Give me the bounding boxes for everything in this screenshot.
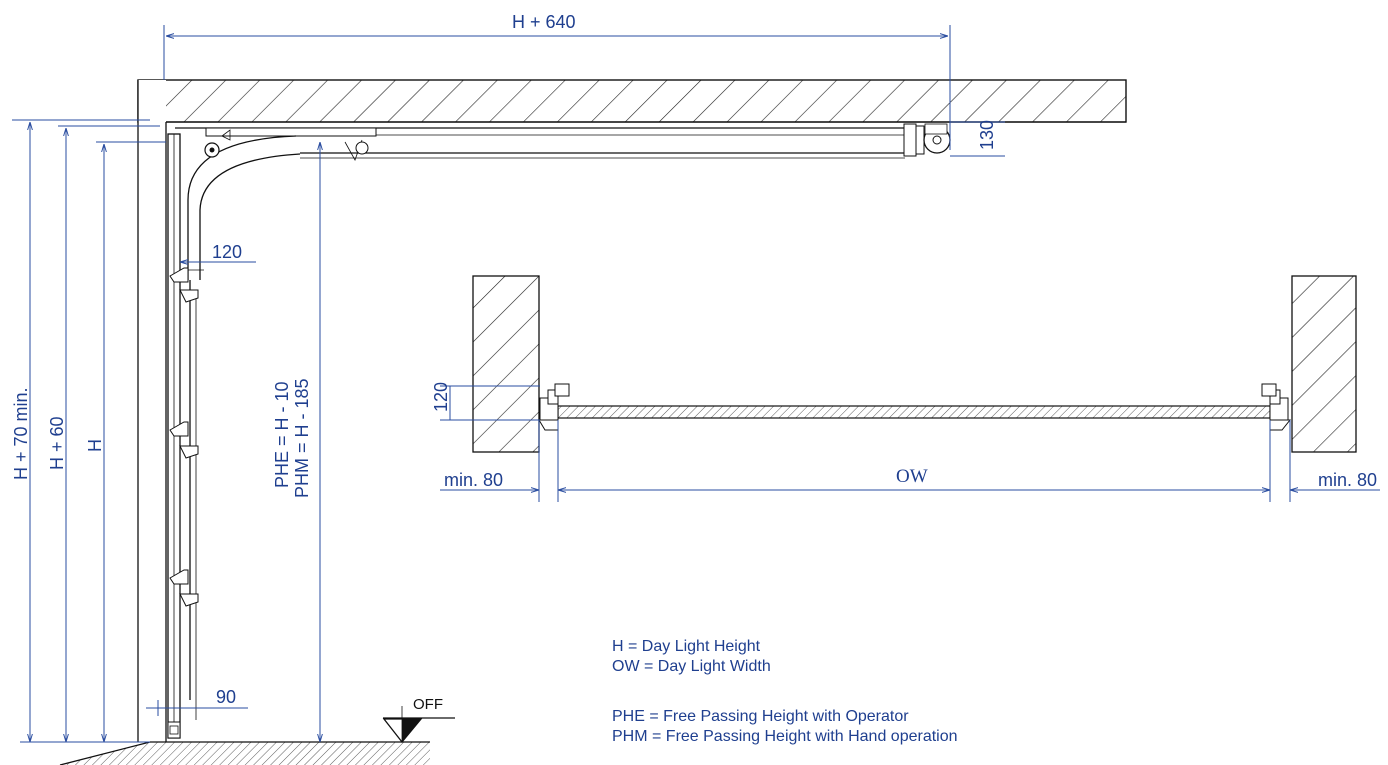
dim-left-inner: H [85,141,166,742]
phe-label: PHE = H - 10 [272,381,292,488]
legend: H = Day Light Height OW = Day Light Widt… [612,638,958,745]
dim-rail-height: 130 [950,120,1005,157]
curved-track [187,129,369,280]
dim-plan-depth: 120 [431,382,540,421]
rail-height-label: 130 [977,120,997,150]
top-width-label: H + 640 [512,12,576,32]
floor [59,741,430,765]
plan-left-pillar [472,275,540,453]
legend-item-phm: PHM = Free Passing Height with Hand oper… [612,728,958,745]
bottom-side-label: 90 [216,687,236,707]
dim-left-outer: H + 70 min. [11,119,150,742]
left-inner-label: H [85,439,105,452]
dim-bottom-side: 90 [146,687,248,716]
legend-item-phe: PHE = Free Passing Height with Operator [612,708,909,725]
legend-item-h: H = Day Light Height [612,638,761,655]
dim-passing-height: PHE = H - 10 PHM = H - 185 [272,142,320,742]
left-outer-label: H + 70 min. [11,387,31,480]
plan-right-pillar [1291,275,1357,453]
plan-width-label: OW [896,466,928,487]
ceiling-slab [137,79,1127,123]
off-label: OFF [413,696,443,713]
plan-right-label: min. 80 [1318,470,1377,490]
phm-label: PHM = H - 185 [292,378,312,498]
dim-top-width: H + 640 [163,12,951,150]
floor-level-marker: OFF [382,696,455,744]
left-mid-label: H + 60 [47,416,67,470]
dim-headroom-side: 120 [180,242,256,262]
headroom-side-label: 120 [212,242,242,262]
door-leaf [167,133,204,739]
plan-depth-label: 120 [431,382,451,412]
dim-left-mid: H + 60 [47,125,160,742]
dim-plan-widths: min. 80 OW min. 80 [440,420,1380,502]
left-wall [137,80,1126,742]
plan-left-label: min. 80 [444,470,503,490]
plan-door-panel [538,383,1292,431]
legend-item-ow: OW = Day Light Width [612,658,771,675]
horizontal-track [175,123,951,159]
